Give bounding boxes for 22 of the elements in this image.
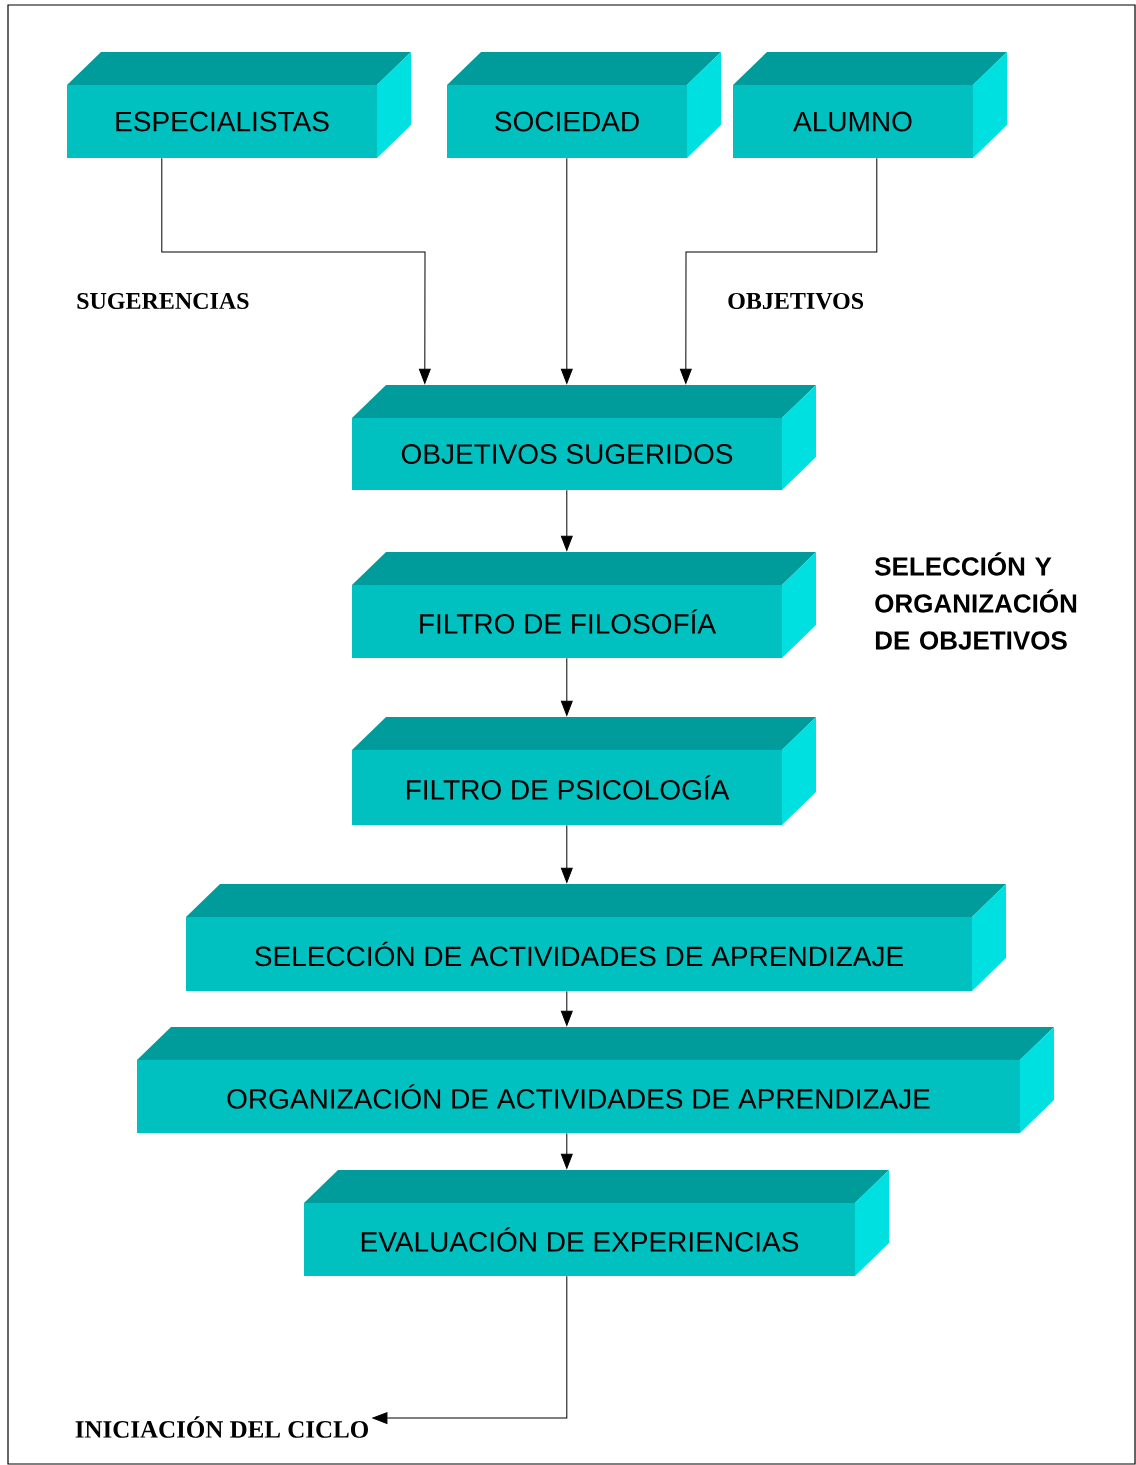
annotation-text: SELECCIÓN Y ORGANIZACIÓN DE OBJETIVOS: [874, 552, 1077, 650]
process-box: ESPECIALISTAS: [67, 52, 411, 158]
arrow: [560, 990, 573, 1026]
arrow: [560, 489, 573, 551]
annotation-text: SUGERENCIAS: [77, 292, 249, 310]
arrow: [560, 657, 573, 716]
arrow: [161, 157, 431, 384]
process-box: EVALUACIÓN DE EXPERIENCIAS: [304, 1170, 889, 1276]
annotation-text: OBJETIVOS: [728, 292, 864, 310]
process-box: OBJETIVOS SUGERIDOS: [352, 385, 816, 490]
arrow: [560, 1132, 573, 1169]
process-box: SOCIEDAD: [447, 52, 721, 158]
process-box: FILTRO DE PSICOLOGÍA: [352, 717, 816, 825]
arrow: [679, 157, 878, 384]
arrow: [372, 1275, 568, 1424]
process-box: ALUMNO: [733, 52, 1007, 158]
process-box: ORGANIZACIÓN DE ACTIVIDADES DE APRENDIZAJE: [137, 1027, 1054, 1133]
arrow: [560, 824, 573, 883]
process-box: FILTRO DE FILOSOFÍA: [352, 552, 816, 658]
process-box: SELECCIÓN DE ACTIVIDADES DE APRENDIZAJE: [186, 884, 1006, 991]
cycle-label: INICIACIÓN DEL CICLO: [75, 1416, 368, 1438]
arrow: [560, 157, 573, 384]
